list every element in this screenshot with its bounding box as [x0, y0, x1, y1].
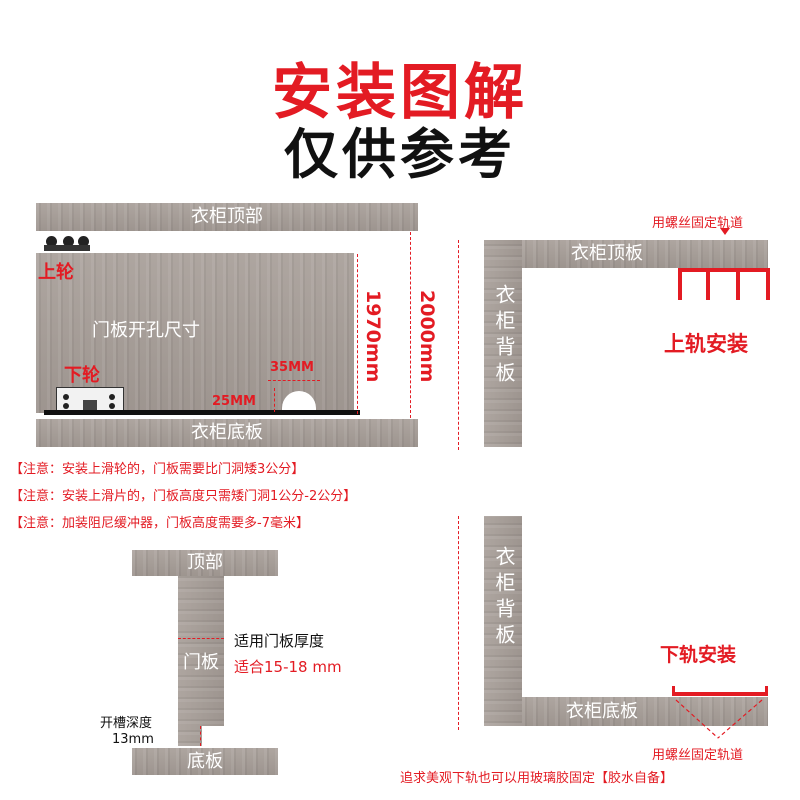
lower-track-title: 下轨安装 — [660, 644, 737, 666]
dim-35-line — [268, 380, 320, 381]
main-title: 安装图解 — [272, 58, 528, 128]
bottom-panel: 衣柜底板 — [522, 697, 768, 726]
bottom-board-label: 衣柜底板 — [191, 422, 263, 443]
top-panel-label: 衣柜顶板 — [571, 243, 643, 264]
upper-wheel-label: 上轮 — [38, 262, 74, 283]
dim-1970-label: 1970mm — [362, 290, 384, 383]
lower-track-lip-left — [672, 686, 675, 694]
upper-track-leg-3 — [736, 268, 740, 300]
note-1: 【注意：安装上滑轮的，门板需要比门洞矮3公分】 — [10, 462, 305, 477]
dim-35-label: 35MM — [270, 360, 314, 375]
middle-top-board: 顶部 — [132, 550, 278, 576]
top-panel: 衣柜顶板 — [522, 240, 768, 268]
upper-wheel-icon — [44, 236, 90, 252]
dim-1970-line — [357, 254, 358, 414]
back-panel-top-label: 衣柜背板 — [492, 284, 516, 388]
door-label: 门板开孔尺寸 — [92, 320, 200, 341]
dim-2000-label: 2000mm — [416, 290, 438, 383]
note-2: 【注意：安装上滑片的，门板高度只需矮门洞1公分-2公分】 — [10, 489, 357, 504]
back-panel-bottom-label: 衣柜背板 — [492, 546, 516, 650]
groove-value: 13mm — [112, 732, 154, 747]
middle-door-label: 门板 — [183, 652, 219, 673]
top-board-label: 衣柜顶部 — [191, 206, 263, 227]
dim-25-label: 25MM — [212, 394, 256, 409]
middle-top-label: 顶部 — [187, 552, 223, 573]
upper-track-leg-1 — [678, 268, 682, 300]
lower-track-lip-right — [765, 686, 768, 694]
bottom-panel-label: 衣柜底板 — [566, 701, 638, 722]
upper-track — [678, 268, 770, 272]
groove-dim-line — [200, 726, 201, 746]
upper-track-leg-4 — [766, 268, 770, 300]
lower-screw-note: 用螺丝固定轨道 — [652, 748, 744, 763]
back-panel-top: 衣柜背板 — [484, 240, 522, 447]
upper-track-leg-2 — [706, 268, 710, 300]
middle-door-panel: 门板 — [178, 576, 224, 746]
groove-cut — [202, 726, 224, 746]
thickness-value: 适合15-18 mm — [234, 658, 342, 676]
lower-wheel-label: 下轮 — [64, 365, 100, 386]
top-board: 衣柜顶部 — [36, 203, 418, 231]
glue-note: 追求美观下轨也可以用玻璃胶固定【胶水自备】 — [400, 771, 674, 786]
dim-2000-line — [410, 232, 411, 418]
divider-vertical-bottom — [458, 516, 459, 730]
subtitle: 仅供参考 — [284, 123, 516, 186]
bottom-board: 衣柜底板 — [36, 419, 418, 447]
lower-track — [672, 692, 768, 696]
thickness-dim-line — [178, 638, 224, 639]
upper-screw-note: 用螺丝固定轨道 — [652, 216, 744, 231]
divider-vertical-top — [458, 240, 459, 450]
groove-label: 开槽深度 — [100, 716, 153, 731]
middle-bottom-board: 底板 — [132, 748, 278, 775]
dim-25-line — [274, 388, 275, 412]
upper-track-title: 上轨安装 — [664, 332, 748, 356]
thickness-label: 适用门板厚度 — [234, 632, 325, 650]
upper-screw-pointer — [720, 228, 730, 235]
bottom-track — [44, 410, 360, 415]
note-3: 【注意：加装阻尼缓冲器，门板高度需要多-7毫米】 — [10, 516, 309, 531]
middle-bottom-label: 底板 — [187, 751, 223, 772]
back-panel-bottom: 衣柜背板 — [484, 516, 522, 726]
